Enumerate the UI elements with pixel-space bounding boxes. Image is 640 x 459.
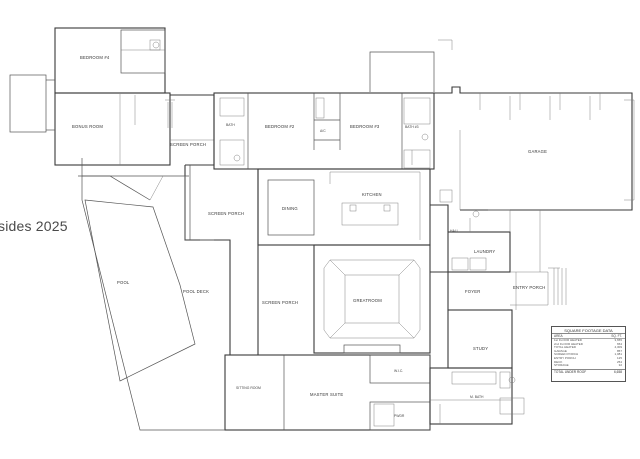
table-row: DECK 254 [552, 359, 625, 365]
total-value: 6,658 [614, 369, 622, 374]
row-value: 654 [616, 341, 622, 346]
table-title: SQUARE FOOTAGE DATA [552, 327, 625, 334]
room-label-garage: GARAGE [528, 149, 547, 154]
room-label-dining: DINING [282, 206, 298, 211]
table-col-sqft: SQ. FT. [611, 334, 622, 338]
row-label: ENTRY PORCH [554, 355, 576, 360]
room-label-laundry: LAUNDRY [474, 249, 495, 254]
row-value: 125 [616, 355, 622, 360]
row-label: STORAGE [554, 363, 569, 368]
row-value: 1,081 [614, 352, 622, 357]
room-label-entry-porch: ENTRY PORCH [513, 285, 546, 290]
table-col-area: AREA [554, 334, 563, 338]
room-label-hall: HALL [450, 229, 459, 233]
room-label-master-bath: M. BATH [470, 395, 484, 399]
bonus-wing [9, 27, 175, 166]
table-header: AREA SQ. FT. [552, 334, 625, 339]
table-row: 1st FLOOR HEATED 3,655 [552, 338, 625, 343]
room-label-master-suite: MASTER SUITE [310, 392, 343, 397]
table-row: GARAGE 857 [552, 348, 625, 354]
room-label-pwdr: PWDR [394, 414, 405, 418]
garage-block [369, 39, 635, 211]
room-label-bedroom2: BEDROOM #2 [265, 124, 295, 129]
watermark-text: sides 2025 [0, 218, 68, 234]
room-label-kitchen: KITCHEN [362, 192, 382, 197]
room-label-sitting-room: SITTING ROOM [236, 386, 261, 390]
room-label-pool-deck: POOL DECK [183, 289, 209, 294]
row-label: 2nd FLOOR HEATED [554, 341, 583, 346]
room-label-bath3: BATH #3 [405, 125, 419, 129]
room-label-foyer: FOYER [465, 289, 480, 294]
total-label: TOTAL UNDER ROOF [554, 369, 587, 374]
room-label-screen-porch-low: SCREEN PORCH [262, 300, 298, 305]
room-label-wic: W.I.C. [394, 369, 403, 373]
row-label: GARAGE [554, 348, 567, 353]
room-label-bedroom3: BEDROOM #3 [350, 124, 380, 129]
room-label-screen-porch-top: SCREEN PORCH [170, 142, 206, 147]
service-zone [411, 150, 567, 369]
room-label-greatroom: GREATROOM [353, 298, 382, 303]
table-row: SCREEN PORCH 1,081 [552, 353, 625, 357]
row-label: DECK [554, 359, 563, 364]
row-label: SCREEN PORCH [554, 352, 579, 357]
row-value: 4,309 [614, 345, 622, 350]
room-label-screen-porch-mid: SCREEN PORCH [208, 211, 244, 216]
square-footage-table: SQUARE FOOTAGE DATA AREA SQ. FT. 1st FLO… [551, 326, 626, 382]
room-label-bath: BATH [226, 123, 235, 127]
room-label-bonus-room: BONUS ROOM [72, 124, 103, 129]
table-row: 2nd FLOOR HEATED 654 [552, 341, 625, 347]
row-label: TOTAL HEATED [554, 345, 577, 350]
row-value: 3,655 [614, 338, 622, 342]
room-label-study: STUDY [473, 346, 488, 351]
greatroom-block [258, 244, 431, 354]
row-value: 32 [618, 363, 622, 368]
pool-area [78, 158, 225, 431]
room-label-bedroom4: BEDROOM #4 [80, 55, 110, 60]
row-value: 857 [616, 348, 622, 353]
row-label: 1st FLOOR HEATED [554, 338, 582, 342]
table-row: TOTAL HEATED 4,309 [552, 346, 625, 350]
master-suite-block [224, 354, 525, 431]
table-row: STORAGE 32 [552, 364, 625, 368]
table-total-row: TOTAL UNDER ROOF 6,658 [552, 368, 625, 374]
room-label-pool: POOL [117, 280, 130, 285]
table-row: ENTRY PORCH 125 [552, 355, 625, 361]
room-label-ac: A/C [320, 129, 326, 133]
bedroom-row [213, 92, 435, 170]
row-value: 254 [616, 359, 622, 364]
